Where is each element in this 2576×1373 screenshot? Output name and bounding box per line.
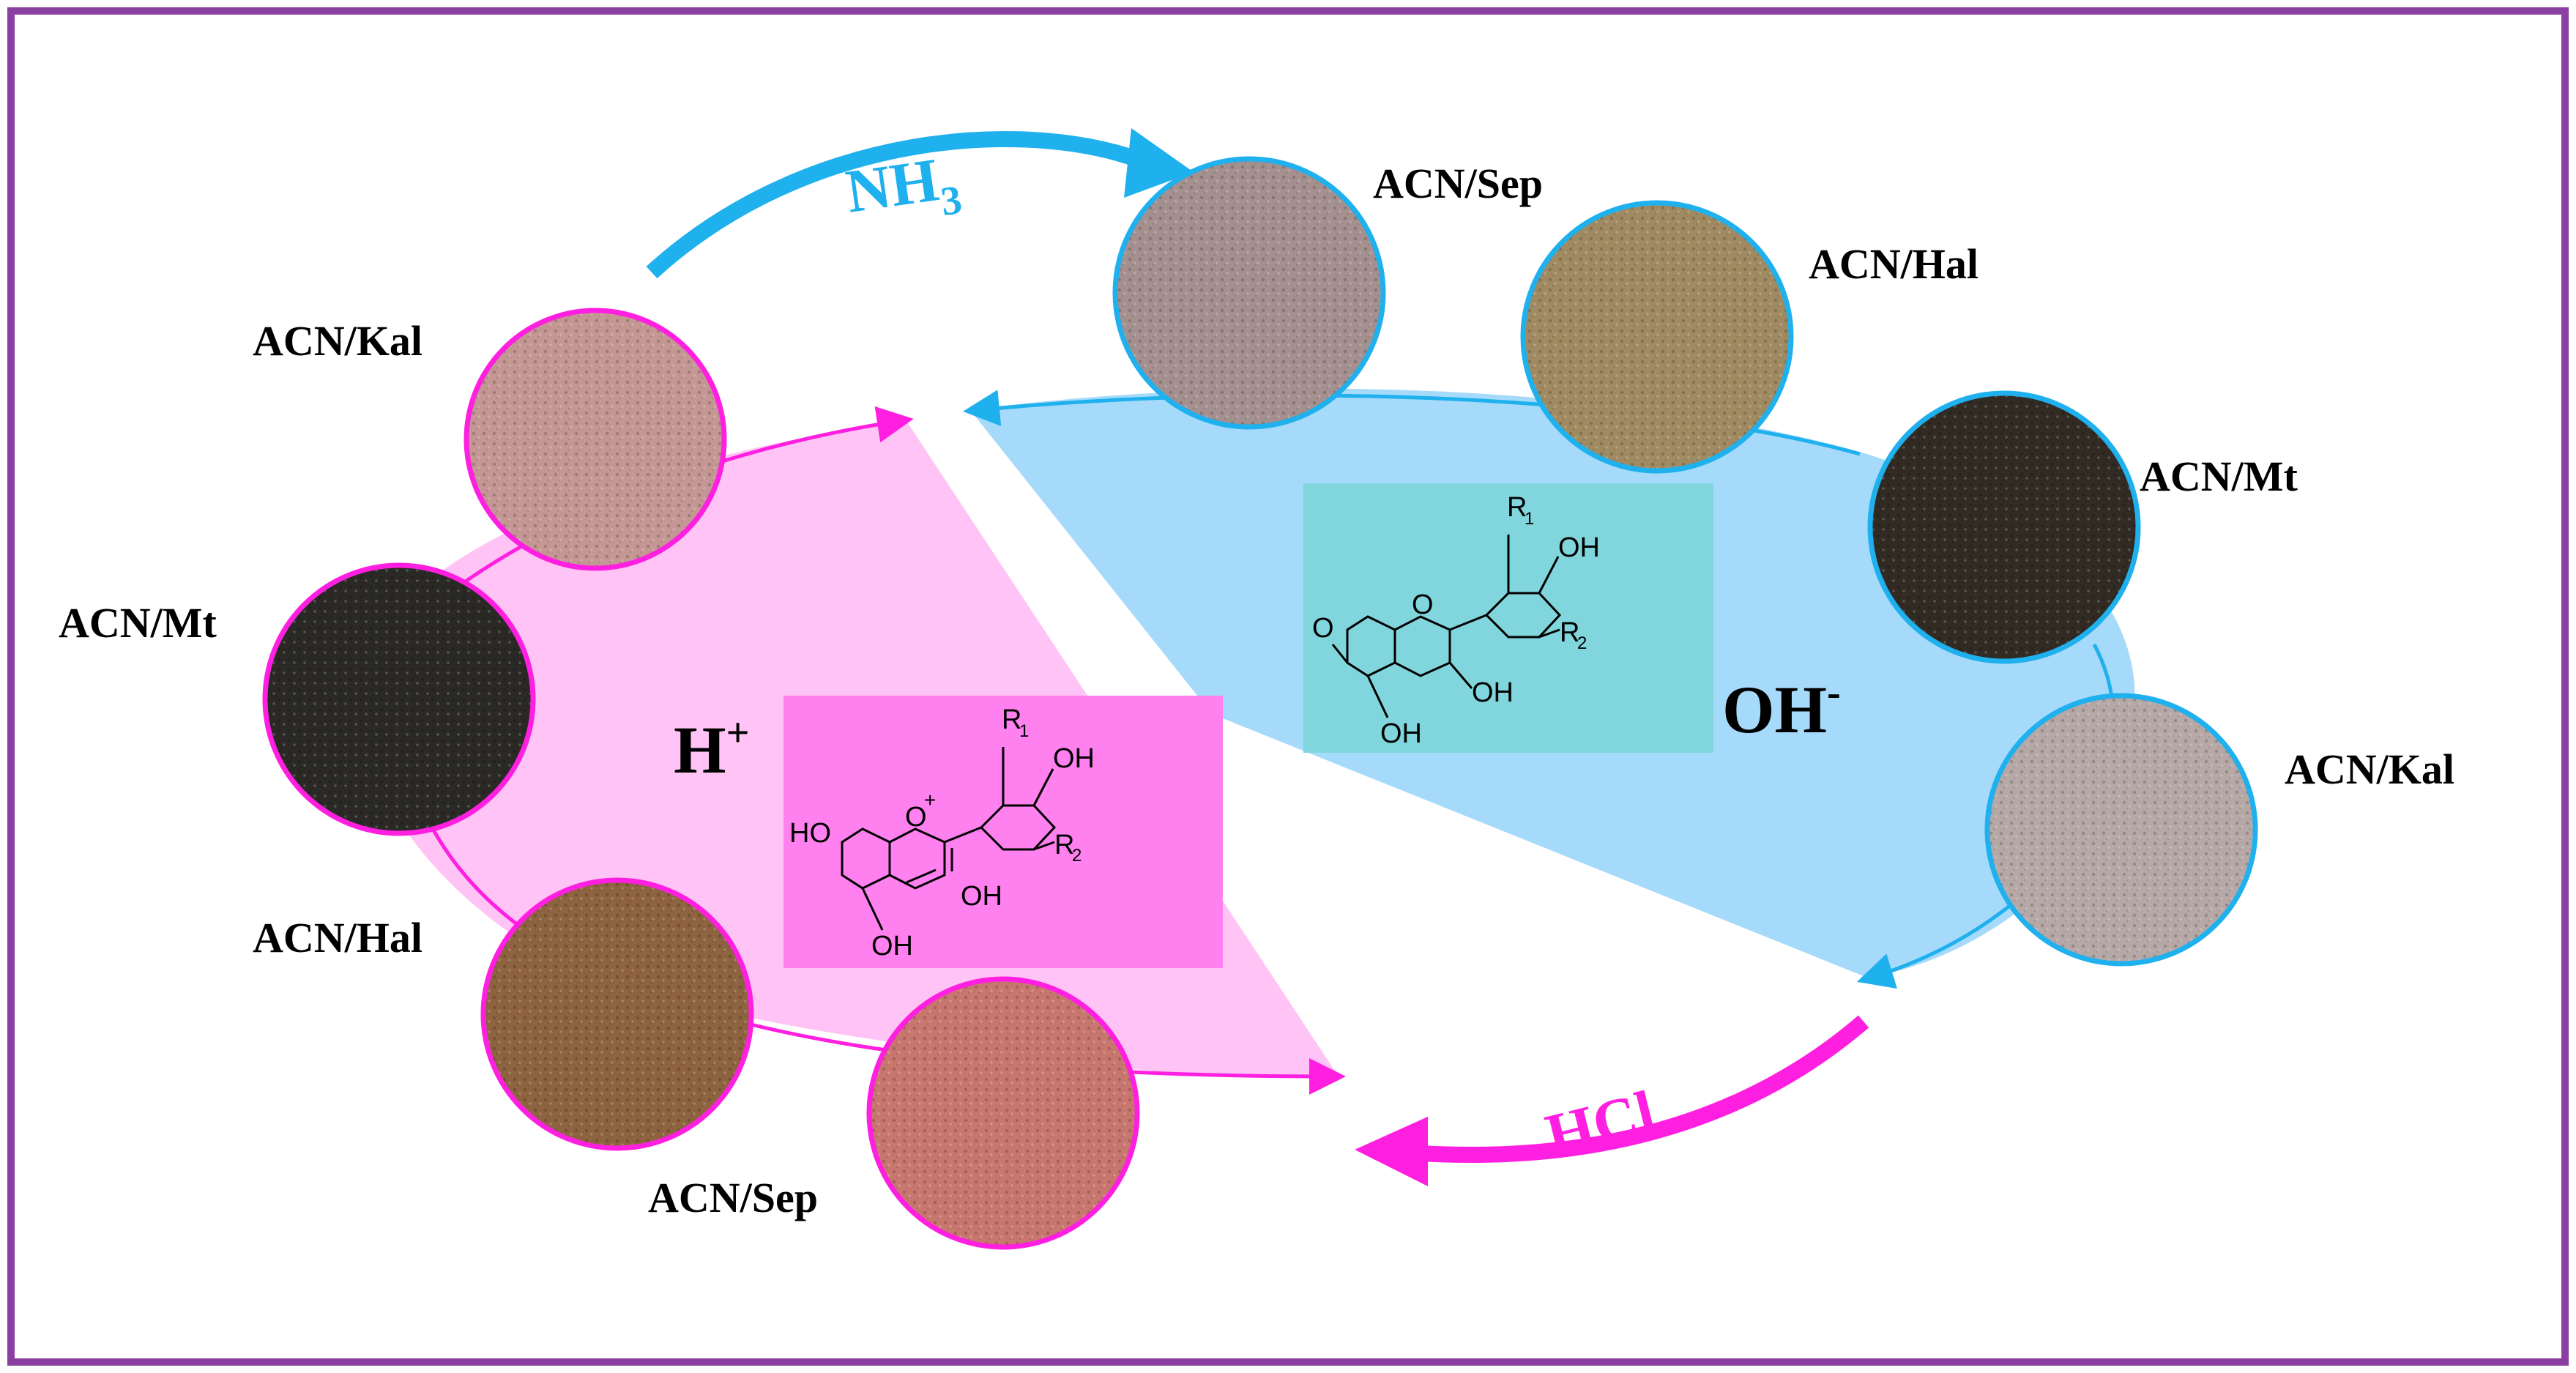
acidic-sample-mt bbox=[262, 562, 536, 836]
svg-text:OH: OH bbox=[961, 881, 1002, 912]
h-plus-label: H+ bbox=[674, 710, 749, 787]
hcl-label: HCl bbox=[1539, 1078, 1661, 1170]
hcl-arrow bbox=[1420, 1015, 1869, 1163]
svg-text:O: O bbox=[1312, 613, 1334, 644]
svg-text:O: O bbox=[905, 802, 927, 833]
acidic-sample-kal-label: ACN/Kal bbox=[253, 317, 422, 365]
figure-frame bbox=[7, 7, 2569, 1366]
svg-text:1: 1 bbox=[1525, 509, 1534, 529]
nh3-label: NH3 bbox=[842, 143, 965, 237]
acidic-sample-sep bbox=[866, 976, 1140, 1250]
quinoidal-structure: O O R 1 OH R 2 OH OH bbox=[1303, 483, 1713, 753]
basic-sample-mt-label: ACN/Mt bbox=[2140, 453, 2298, 500]
svg-text:1: 1 bbox=[1019, 721, 1029, 741]
svg-text:R: R bbox=[1054, 830, 1074, 860]
acidic-sample-hal bbox=[480, 877, 754, 1151]
svg-text:OH: OH bbox=[1053, 743, 1095, 774]
basic-sample-kal bbox=[1984, 693, 2258, 967]
basic-sample-sep-label: ACN/Sep bbox=[1373, 160, 1543, 207]
nh3-arrowhead bbox=[1124, 128, 1194, 198]
svg-text:2: 2 bbox=[1577, 633, 1587, 653]
acidic-sample-mt-label: ACN/Mt bbox=[59, 599, 217, 647]
svg-text:2: 2 bbox=[1072, 846, 1082, 866]
svg-text:R: R bbox=[1002, 704, 1021, 735]
oh-minus-label: OH- bbox=[1722, 670, 1841, 747]
svg-text:+: + bbox=[924, 789, 936, 811]
hcl-arrowhead bbox=[1355, 1117, 1428, 1186]
flavylium-background bbox=[783, 696, 1223, 968]
svg-text:OH: OH bbox=[1472, 677, 1514, 708]
basic-sample-hal-label: ACN/Hal bbox=[1809, 240, 1978, 288]
svg-text:OH: OH bbox=[1380, 718, 1422, 749]
acidic-sample-hal-label: ACN/Hal bbox=[253, 914, 422, 961]
acidic-sample-kal bbox=[464, 308, 727, 571]
svg-text:OH: OH bbox=[871, 931, 913, 961]
flavylium-structure: HO O + R 1 OH R 2 OH OH bbox=[783, 696, 1223, 968]
svg-text:O: O bbox=[1412, 589, 1434, 620]
acidic-sample-sep-label: ACN/Sep bbox=[648, 1174, 818, 1221]
basic-sample-hal bbox=[1520, 200, 1794, 474]
basic-sample-mt bbox=[1867, 390, 2141, 664]
svg-text:R: R bbox=[1507, 492, 1527, 523]
svg-text:HO: HO bbox=[789, 818, 831, 849]
basic-sample-sep bbox=[1112, 156, 1386, 430]
svg-text:R: R bbox=[1560, 617, 1579, 648]
basic-sample-kal-label: ACN/Kal bbox=[2285, 745, 2454, 793]
svg-text:OH: OH bbox=[1558, 532, 1600, 563]
nh3-arrow bbox=[646, 130, 1145, 279]
basic-loop-arrow-top bbox=[963, 390, 1861, 456]
